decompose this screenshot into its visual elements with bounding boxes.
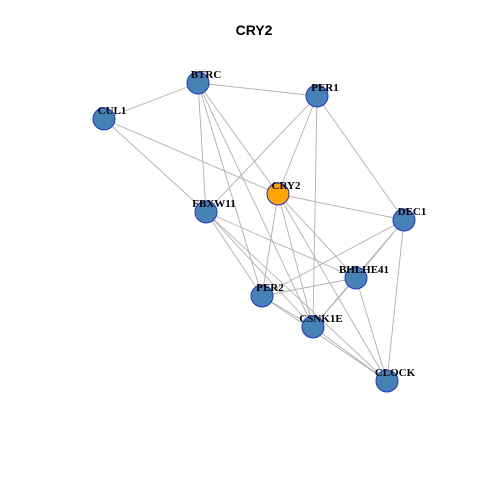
node-label-cul1: CUL1 xyxy=(98,105,127,117)
node-fbxw11[interactable] xyxy=(194,200,218,224)
edge-dec1-per2 xyxy=(261,219,405,297)
edge-per2-clock xyxy=(261,295,388,382)
edge-cry2-csnk1e xyxy=(277,193,314,328)
edge-cry2-clock xyxy=(277,193,388,382)
edge-btrc-fbxw11 xyxy=(197,82,207,213)
edge-btrc-cry2 xyxy=(197,82,279,195)
node-label-fbxw11: FBXW11 xyxy=(192,198,235,210)
node-label-per1: PER1 xyxy=(311,82,339,94)
edge-csnk1e-clock xyxy=(312,326,388,382)
edge-cul1-cry2 xyxy=(103,118,279,195)
edge-cry2-bhlhe41 xyxy=(277,193,357,279)
edge-fbxw11-clock xyxy=(205,211,388,382)
graph-title: CRY2 xyxy=(236,22,273,38)
edge-per1-dec1 xyxy=(316,95,405,221)
node-label-dec1: DEC1 xyxy=(398,206,427,218)
node-bhlhe41[interactable] xyxy=(344,266,368,290)
edge-btrc-cul1 xyxy=(103,82,199,120)
edge-fbxw11-bhlhe41 xyxy=(205,211,357,279)
edge-btrc-per1 xyxy=(197,82,318,97)
node-per1[interactable] xyxy=(305,84,329,108)
node-label-clock: CLOCK xyxy=(375,367,416,379)
node-clock[interactable] xyxy=(375,369,399,393)
node-cul1[interactable] xyxy=(92,107,116,131)
edge-cry2-dec1 xyxy=(277,193,405,221)
edge-dec1-clock xyxy=(386,219,405,382)
edge-per1-csnk1e xyxy=(312,95,318,328)
node-label-btrc: BTRC xyxy=(191,69,222,81)
labels-layer: CRY2 BTRC PER1CUL1FBXW11DEC1BHLHE41PER2CSN… xyxy=(98,69,427,379)
node-label-bhlhe41: BHLHE41 xyxy=(339,264,389,276)
edge-per1-fbxw11 xyxy=(205,95,318,213)
node-label-csnk1e: CSNK1E xyxy=(299,313,342,325)
node-cry2[interactable] xyxy=(266,182,290,206)
edge-btrc-csnk1e xyxy=(197,82,314,328)
edges-layer xyxy=(103,82,405,382)
edge-bhlhe41-clock xyxy=(355,277,388,382)
edge-bhlhe41-per2 xyxy=(261,277,357,297)
node-dec1[interactable] xyxy=(392,208,416,232)
node-csnk1e[interactable] xyxy=(301,315,325,339)
edge-cry2-per2 xyxy=(261,193,279,297)
node-btrc[interactable] xyxy=(186,71,210,95)
node-label-cry2: CRY2 xyxy=(272,180,301,192)
edge-fbxw11-per2 xyxy=(205,211,263,297)
node-label-per2: PER2 xyxy=(256,282,284,294)
edge-cul1-fbxw11 xyxy=(103,118,207,213)
edge-per1-cry2 xyxy=(277,95,318,195)
edge-dec1-bhlhe41 xyxy=(355,219,405,279)
nodes-layer xyxy=(92,71,416,393)
edge-fbxw11-csnk1e xyxy=(205,211,314,328)
node-per2[interactable] xyxy=(250,284,274,308)
